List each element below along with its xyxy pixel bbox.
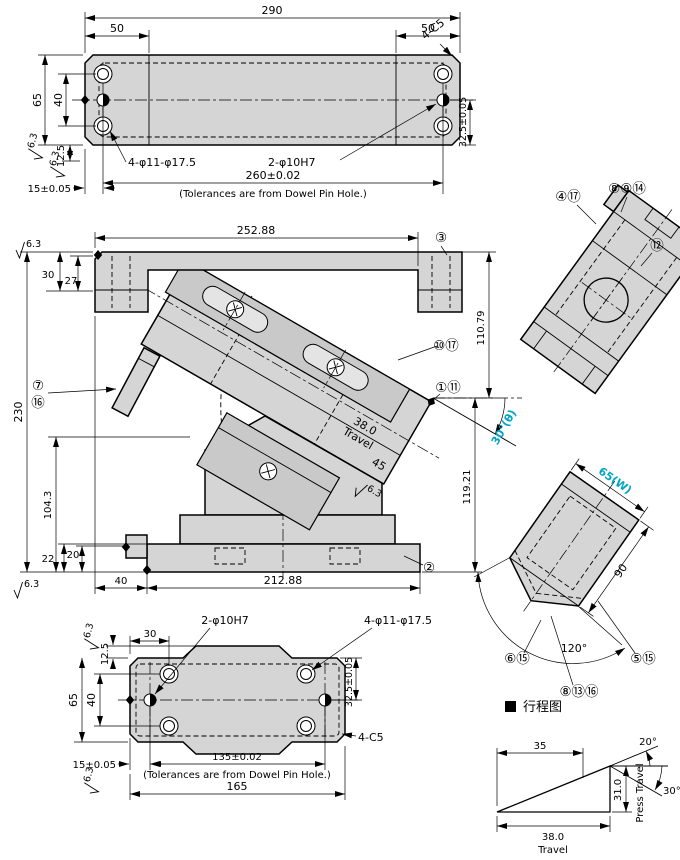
- balloon-3: ③: [435, 230, 447, 246]
- balloon-8-9-14: ⑧⑨⑭: [608, 181, 646, 197]
- balloon-6-15: ⑥⑮: [504, 651, 530, 667]
- dim-252-88: 252.88: [237, 224, 276, 237]
- chamfer-label: 4-C5: [358, 731, 384, 744]
- dim-40: 40: [85, 693, 98, 707]
- section-marker: [505, 701, 516, 712]
- bottom-plate-view: 30 2-φ10H7 4-φ11-φ17.5 12.5 65 40 32.5±0…: [67, 614, 432, 800]
- cam-slide-assembly: 38.0 Travel 45: [140, 258, 440, 508]
- dim-290: 290: [262, 4, 283, 17]
- press-travel-label: Press Travel: [635, 763, 646, 822]
- balloon-16: ⑯: [31, 395, 45, 411]
- front-view: 38.0 Travel 45 252.88 ③ 30 27 230 104.3 …: [12, 224, 522, 599]
- dowel-label: 2-φ10H7: [201, 614, 249, 627]
- stroke-diagram-title: 行程图: [523, 700, 562, 715]
- base-plate-lower: [146, 543, 421, 573]
- balloon-5-15: ⑤⑮: [630, 651, 656, 667]
- bottom-view-dimensions: 30 2-φ10H7 4-φ11-φ17.5 12.5 65 40 32.5±0…: [67, 614, 432, 800]
- balloon-2: ②: [423, 560, 435, 576]
- top-view-dimensions: 290 50 50 4-C5 65 40 32.5±0.05 12.5 15±0…: [22, 4, 476, 200]
- travel-label: Travel: [537, 845, 568, 856]
- stroke-triangle: [496, 765, 611, 813]
- dim-40-bottom: 40: [115, 576, 128, 587]
- clamp-plate: [196, 412, 341, 531]
- angle-20: 20°: [639, 737, 657, 748]
- balloon-7: ⑦: [32, 378, 44, 394]
- chamfer-label: 4-C5: [419, 16, 447, 42]
- dim-31: 31.0: [613, 779, 624, 801]
- dim-27: 27: [65, 276, 78, 287]
- dim-35: 35: [534, 741, 547, 752]
- counterbore-label: 4-φ11-φ17.5: [364, 614, 432, 627]
- balloon-1-11: ①⑪: [435, 380, 461, 396]
- balloon-12: ⑫: [650, 238, 664, 254]
- dim-38: 38.0: [542, 832, 564, 843]
- dim-65: 65: [67, 693, 80, 707]
- cam-width: 65(W): [596, 465, 634, 497]
- dim-230: 230: [12, 402, 25, 423]
- stopper-bar: [111, 346, 161, 418]
- dim-104-3: 104.3: [43, 491, 54, 520]
- dim-90: 90: [612, 561, 631, 580]
- dim-20: 20: [67, 550, 80, 561]
- balloon-4-17: ④⑰: [555, 189, 581, 205]
- dim-50-right: 50: [421, 22, 435, 35]
- dim-30: 30: [144, 629, 157, 640]
- tolerance-note: (Tolerances are from Dowel Pin Hole.): [143, 770, 331, 781]
- top-plate-view: 290 50 50 4-C5 65 40 32.5±0.05 12.5 15±0…: [22, 4, 476, 200]
- stroke-diagram: 行程图 35 20° 30° 31.0 Press Travel 38.0 Tr…: [496, 700, 680, 856]
- dim-32-5: 32.5±0.05: [458, 97, 469, 147]
- counterbore-label: 4-φ11-φ17.5: [128, 156, 196, 169]
- slide-detail-view: ④⑰ ⑧⑨⑭ ⑫: [519, 181, 680, 395]
- cam-detail-view: 65(W) 90 120° ⑥⑮ ⑧⑬⑯ ⑤⑮: [473, 458, 656, 700]
- base-plate-upper: [179, 514, 396, 545]
- top-mounting-plate: [94, 251, 463, 313]
- balloon-10-17: ⑩⑰: [433, 338, 459, 354]
- dim-32-5: 32.5±0.05: [344, 657, 355, 707]
- dim-45: 45: [370, 455, 389, 473]
- dim-40: 40: [52, 93, 65, 107]
- dim-15: 15±0.05: [73, 760, 116, 771]
- angle-120: 120°: [561, 642, 588, 655]
- dowel-label: 2-φ10H7: [268, 156, 316, 169]
- dim-165: 165: [227, 780, 248, 793]
- dim-260: 260±0.02: [246, 169, 301, 182]
- balloon-8-13-16: ⑧⑬⑯: [559, 684, 599, 700]
- dim-30: 30: [42, 270, 55, 281]
- dim-110-79: 110.79: [476, 311, 487, 346]
- dim-135: 135±0.02: [212, 752, 262, 763]
- dim-212-88: 212.88: [264, 574, 303, 587]
- angle-arc-120: [475, 571, 626, 664]
- dim-15: 15±0.05: [28, 184, 71, 195]
- dim-12-5: 12.5: [100, 643, 111, 665]
- dim-50-left: 50: [110, 22, 124, 35]
- dim-22: 22: [42, 554, 55, 565]
- angle-30: 30°: [663, 786, 680, 797]
- angle-theta: 30°(θ): [489, 407, 519, 447]
- dim-65: 65: [31, 93, 44, 107]
- dim-119-21: 119.21: [462, 470, 473, 505]
- tolerance-note: (Tolerances are from Dowel Pin Hole.): [179, 189, 367, 200]
